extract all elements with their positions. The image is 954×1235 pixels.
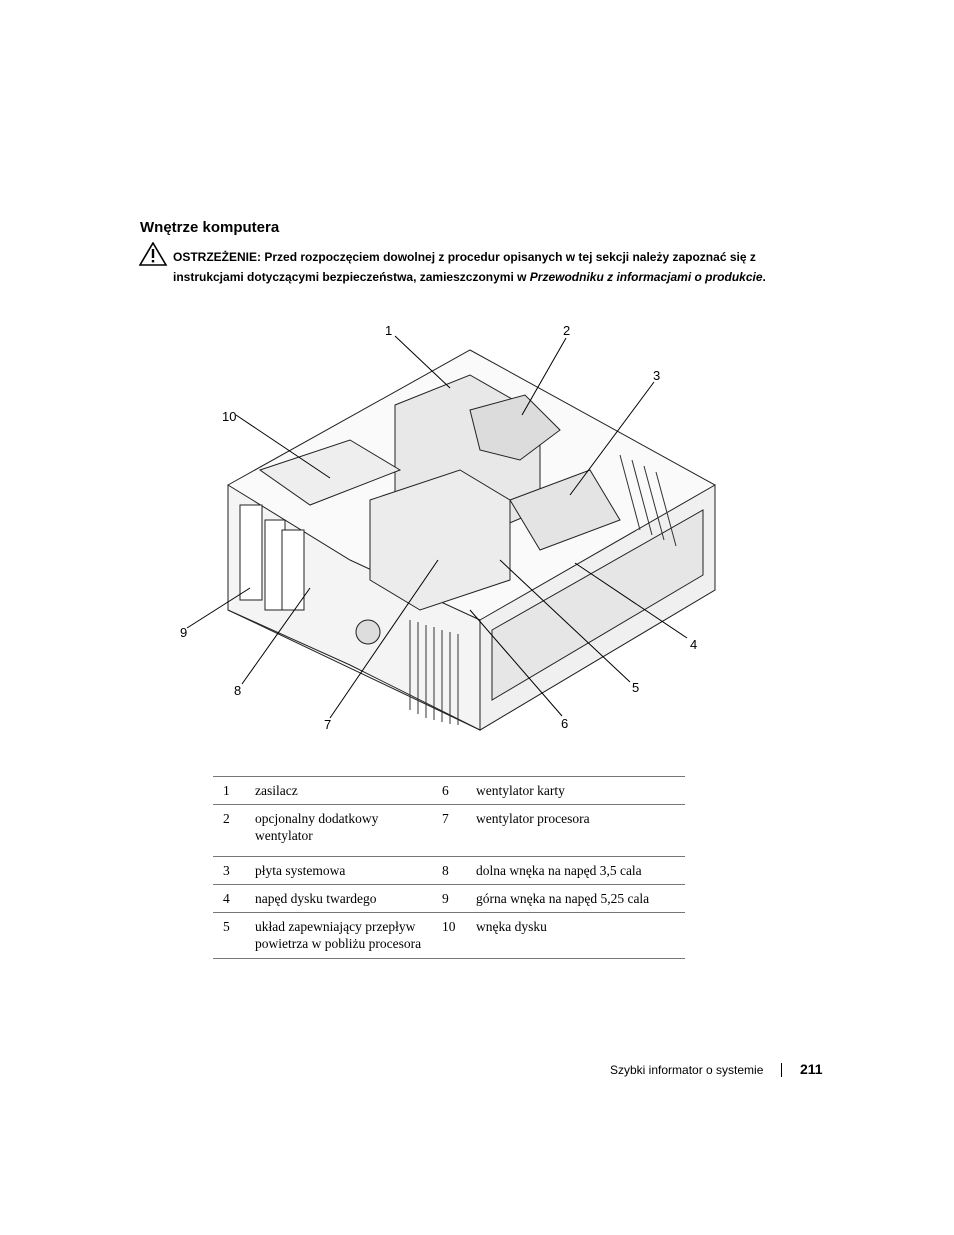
callout-1: 1 <box>385 323 393 338</box>
legend-table: 1 zasilacz 6 wentylator karty 2 opcjonal… <box>213 776 685 959</box>
table-row: 5 układ zapewniający przepływ powietrza … <box>213 912 685 959</box>
table-row: 2 opcjonalny dodatkowy wentylator 7 went… <box>213 804 685 857</box>
callout-6: 6 <box>561 716 569 731</box>
callout-4: 4 <box>690 637 698 652</box>
callout-5: 5 <box>632 680 640 695</box>
warning-guide-title: Przewodniku z informacjami o produkcie <box>529 269 763 284</box>
warning-label: OSTRZEŻENIE: <box>173 250 262 264</box>
table-row: 3 płyta systemowa 8 dolna wnęka na napęd… <box>213 856 685 885</box>
warning-body: Przed rozpoczęciem dowolnej z procedur o… <box>173 250 756 284</box>
callout-9: 9 <box>180 625 188 640</box>
computer-interior-illustration <box>186 335 716 731</box>
warning-icon <box>139 242 167 266</box>
callout-3: 3 <box>653 368 661 383</box>
table-row: 4 napęd dysku twardego 9 górna wnęka na … <box>213 884 685 913</box>
callout-2: 2 <box>563 323 571 338</box>
footer-title: Szybki informator o systemie <box>610 1063 764 1077</box>
warning-text: OSTRZEŻENIE: Przed rozpoczęciem dowolnej… <box>173 250 766 284</box>
footer-divider <box>781 1063 782 1077</box>
page-number: 211 <box>800 1061 823 1077</box>
section-title: Wnętrze komputera <box>140 219 280 236</box>
callout-8: 8 <box>234 683 242 698</box>
table-row: 1 zasilacz 6 wentylator karty <box>213 776 685 805</box>
callout-10: 10 <box>222 409 237 424</box>
callout-7: 7 <box>324 717 332 732</box>
